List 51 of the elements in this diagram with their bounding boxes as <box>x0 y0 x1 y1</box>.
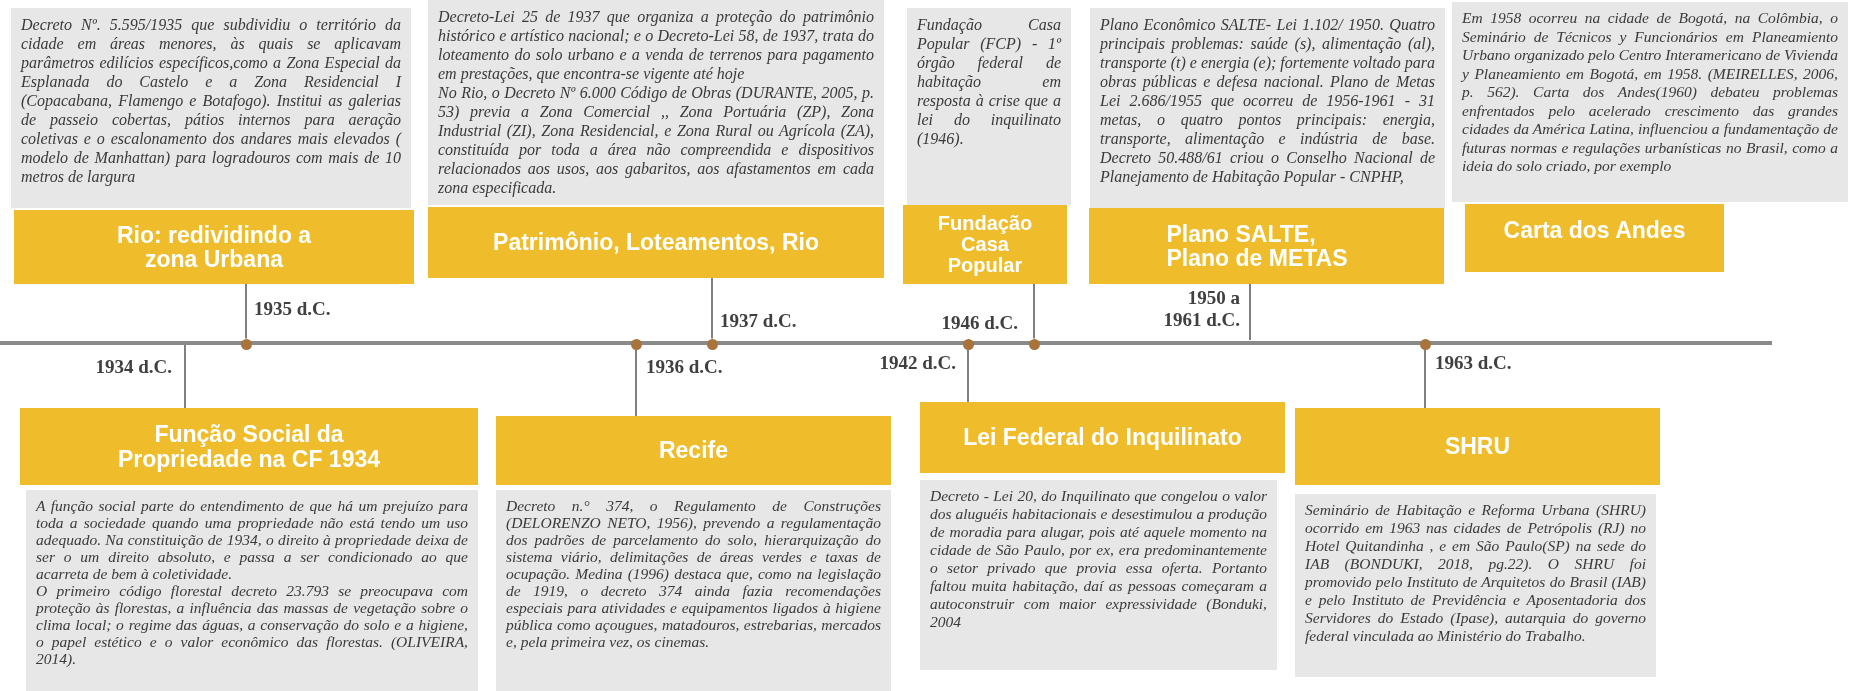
year-label: 1950 a 1961 d.C. <box>1162 287 1240 331</box>
connector-line <box>1424 348 1426 409</box>
timeline-dot <box>962 338 974 350</box>
description-box <box>920 480 1277 670</box>
description-box <box>1295 494 1656 677</box>
description-box <box>26 490 478 691</box>
title-box: Função Social da Propriedade na CF 1934 <box>20 408 478 485</box>
description-text: Decreto Nº. 5.595/1935 que subdividiu o território da cidade em áreas menores, às quais se aplicavam parâmetros edilícios específicos,como a Zona Especial da Esplanada do Castelo e a Zona Residencial I (Copacabana, Flamengo e Botafogo). Institui as galerias de passeio cobertas, pátios internos para aeração coletivas e o escalonamento dos andares mais elevados ( modelo de Manhattan) para logradouros com mais de 10 metros de largura <box>21 15 401 186</box>
connector-line <box>635 348 637 417</box>
description-box <box>11 8 411 208</box>
title-box: Recife <box>496 416 891 485</box>
description-text: Decreto n.° 374, o Regulamento de Construções (DELORENZO NETO, 1956), prevendo a regulamentação dos padrões de parcelamento do solo, hierarquização do sistema viário, delimitações de áreas verdes e taxas de ocupação. Medina (1996) destaca que, como na legislação de 1919, o decreto 374 ainda fazia recomendações especiais para atividades e equipamentos ligados à higiene pública como açougues, matadouros, estrebarias, mercados e, pela primeira vez, os cinemas. <box>506 497 881 650</box>
description-text: O primeiro código florestal decreto 23.793 se preocupava com proteção às florestas, a influência das massas de vegetação sobre o clima local; o regime das águas, a conservação do solo e a higiene, o papel estético e o valor econômico das florestas. (OLIVEIRA, 2014). <box>36 582 468 667</box>
description-box <box>1452 2 1848 202</box>
title-box: Fundação Casa Popular <box>903 205 1067 284</box>
connector-line <box>245 283 247 340</box>
year-label: 1946 d.C. <box>940 312 1018 334</box>
year-label: 1942 d.C. <box>878 352 956 374</box>
year-label: 1935 d.C. <box>254 298 332 320</box>
description-text: Em 1958 ocorreu na cidade de Bogotá, na Colômbia, o Seminário de Técnicos y Funcionários em Planeamiento Urbano organizado pelo Centro Interamericano de Vivienda y Planeamiento em Bogotá, em 1958. (MEIRELLES, 2006, p. 562). Carta dos Andes(1960) debateu problemas enfrentados pelo acelerado crescimento das grandes cidades da América Latina, influenciou a fundamentação de futuras normas e regulações urbanísticas no Brasil, como a ideia do solo criado, por exemplo <box>1462 9 1838 176</box>
title-box: Rio: redividindo a zona Urbana <box>14 210 414 284</box>
description-text: A função social parte do entendimento de que há um prejuízo para toda a sociedade quando uma propriedade não está tendo um uso adequado. Na constituição de 1934, o direito à propriedade deixa de ser o um direito absoluto, e passa a ser condicionado ao que acarreta de bem à coletividade. <box>36 497 468 582</box>
connector-line <box>967 348 969 403</box>
description-box <box>496 490 891 691</box>
description-box <box>907 8 1071 205</box>
year-label: 1934 d.C. <box>94 356 172 378</box>
connector-line <box>711 277 713 340</box>
timeline-dot <box>706 338 718 350</box>
timeline-dot <box>1419 338 1431 350</box>
description-text: Decreto - Lei 20, do Inquilinato que congelou o valor dos aluguéis habitacionais e desestimulou a produção de moradia para alugar, pois até aquele momento na cidade de São Paulo, por ex, era predominantemente o setor privado que provia essa oferta. Portanto faltou muita habitação, daí as pessoas começaram a autoconstruir com maior expressividade (Bonduki, 2004 <box>930 487 1267 631</box>
timeline-dot <box>240 338 252 350</box>
description-text: No Rio, o Decreto Nº 6.000 Código de Obras (DURANTE, 2005, p. 53) previa a Zona Comercial ,, Zona Portuária (ZP), Zona Industrial (ZI), Zona Residencial, e Zona Rural ou Agrícola (ZA), constituída por toda a área não compreendida e dispositivos relacionados aos usos, aos gabaritos, aos afastamentos em cada zona especificada. <box>438 83 874 197</box>
connector-line <box>1249 283 1251 341</box>
timeline-dot <box>630 338 642 350</box>
description-text: Seminário de Habitação e Reforma Urbana (SHRU) ocorrido em 1963 nas cidades de Petrópolis (RJ) no Hotel Quitandinha , e em São Paulo(SP) na sede do IAB (BONDUKI, 2018, pg.22). O SHRU foi promovido pelo Instituto de Arquitetos do Brasil (IAB) e pelo Instituto de Previdência e Aposentadoria dos Servidores do Estado (Ipase), autarquia do governo federal vinculada ao Ministério do Trabalho. <box>1305 501 1646 645</box>
year-label: 1936 d.C. <box>646 356 724 378</box>
title-box: Plano SALTE, Plano de METAS <box>1089 208 1444 284</box>
description-text: Plano Econômico SALTE- Lei 1.102/ 1950. Quatro principais problemas: saúde (s), alimentação (al), transporte (t) e energia (e); fortemente voltado para obras públicas e defesa nacional. Plano de Metas Lei 2.686/1955 que ocorreu de 1956-1961 - 31 metas, o quatro pontos principais: energia, transporte, alimentação e indústria de base. Decreto 50.488/61 criou o Conselho Nacional de Planejamento de Habitação Popular - CNPHP, <box>1100 15 1435 186</box>
title-box: Carta dos Andes <box>1465 204 1724 272</box>
year-label: 1937 d.C. <box>720 310 798 332</box>
description-text: Decreto-Lei 25 de 1937 que organiza a proteção do patrimônio histórico e artístico nacional; e o Decreto-Lei 58, de 1937, trata do loteamento do solo urbano e a venda de terrenos para pagamento em prestações, que encontra-se vigente até hoje <box>438 7 874 83</box>
title-box: Lei Federal do Inquilinato <box>920 402 1285 473</box>
title-box: SHRU <box>1295 408 1660 485</box>
description-text: Fundação Casa Popular (FCP) - 1º órgão federal de habitação em resposta à crise que a lei do inquilinato (1946). <box>917 15 1061 148</box>
description-box <box>428 0 884 205</box>
title-box: Patrimônio, Loteamentos, Rio <box>428 207 884 278</box>
description-box <box>1090 8 1445 208</box>
connector-line <box>184 344 186 409</box>
connector-line <box>1033 283 1035 340</box>
timeline-dot <box>1028 338 1040 350</box>
year-label: 1963 d.C. <box>1435 352 1513 374</box>
